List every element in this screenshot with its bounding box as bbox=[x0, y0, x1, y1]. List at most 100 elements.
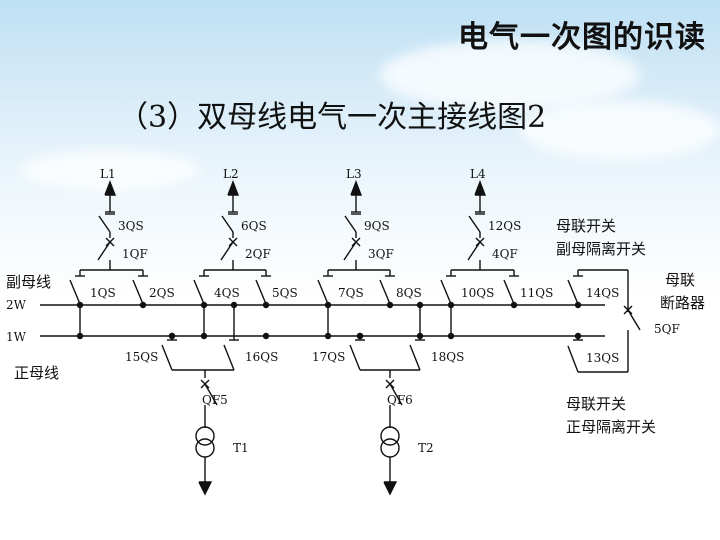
coupler-isolator bbox=[567, 345, 579, 373]
junction-dot bbox=[262, 332, 270, 340]
bay-isolator-label: 18QS bbox=[431, 350, 464, 364]
line-isolator-label: 12QS bbox=[488, 219, 521, 233]
junction-dot bbox=[356, 332, 364, 340]
bay-isolator bbox=[161, 344, 173, 371]
line-breaker-label: 1QF bbox=[122, 247, 148, 261]
load-arrow bbox=[198, 481, 213, 496]
junction-dot bbox=[447, 332, 455, 340]
coupler-lower-isolator-label: 13QS bbox=[586, 351, 619, 365]
junction-dot bbox=[447, 301, 455, 309]
bay-breaker-label: QF6 bbox=[387, 393, 413, 407]
junction-dot bbox=[76, 301, 84, 309]
coupler-note: 母联 bbox=[665, 271, 695, 289]
bus-isolator-label: 1QS bbox=[90, 286, 116, 300]
main-bus-name: 正母线 bbox=[14, 364, 59, 382]
main-bus-id: 1W bbox=[6, 330, 27, 344]
background-cloud bbox=[380, 40, 640, 110]
line-breaker-label: 3QF bbox=[368, 247, 394, 261]
feeder-label: L2 bbox=[223, 167, 239, 181]
line-breaker bbox=[467, 241, 481, 261]
feeder-arrow bbox=[104, 180, 117, 196]
bus-isolator-label: 2QS bbox=[149, 286, 175, 300]
bus-isolator bbox=[132, 279, 144, 305]
bus-isolator-label: 4QS bbox=[214, 286, 240, 300]
load-arrow bbox=[383, 481, 398, 496]
bay-breaker-label: QF5 bbox=[202, 393, 228, 407]
feeder-arrow bbox=[474, 180, 487, 196]
bay-breaker bbox=[204, 383, 218, 406]
bay-isolator-label: 16QS bbox=[245, 350, 278, 364]
junction-dot bbox=[510, 301, 518, 309]
feeder-label: L4 bbox=[470, 167, 486, 181]
line-isolator-label: 3QS bbox=[118, 219, 144, 233]
junction-dot bbox=[386, 301, 394, 309]
bus-isolator-label: 5QS bbox=[272, 286, 298, 300]
bay-isolator-label: 15QS bbox=[125, 350, 158, 364]
bay-isolator bbox=[349, 344, 361, 371]
feeder-label: L1 bbox=[100, 167, 116, 181]
transformer-winding bbox=[380, 438, 400, 458]
bus-isolator bbox=[440, 279, 452, 305]
line-breaker-label: 2QF bbox=[245, 247, 271, 261]
line-isolator-label: 6QS bbox=[241, 219, 267, 233]
bus-isolator bbox=[193, 279, 205, 305]
transformer-winding bbox=[195, 438, 215, 458]
line-isolator bbox=[98, 215, 111, 233]
junction-dot bbox=[230, 301, 238, 309]
coupler-note: 断路器 bbox=[660, 294, 705, 312]
line-breaker bbox=[220, 241, 234, 261]
bay-isolator bbox=[223, 344, 235, 371]
junction-dot bbox=[139, 301, 147, 309]
junction-dot bbox=[416, 332, 424, 340]
coupler-upper-isolator-label: 14QS bbox=[586, 286, 619, 300]
bus-isolator bbox=[379, 279, 391, 305]
line-isolator bbox=[468, 215, 481, 233]
transformer-label: T2 bbox=[418, 441, 434, 455]
line-isolator-label: 9QS bbox=[364, 219, 390, 233]
bay-breaker bbox=[389, 383, 403, 406]
coupler-note: 正母隔离开关 bbox=[566, 418, 656, 436]
junction-dot bbox=[262, 301, 270, 309]
transformer-label: T1 bbox=[233, 441, 249, 455]
bay-isolator-label: 17QS bbox=[312, 350, 345, 364]
bus-isolator-label: 7QS bbox=[338, 286, 364, 300]
bay-isolator bbox=[409, 344, 421, 371]
coupler-note: 母联开关 bbox=[566, 395, 626, 413]
junction-dot bbox=[324, 332, 332, 340]
coupler-breaker-label: 5QF bbox=[654, 322, 680, 336]
junction-dot bbox=[168, 332, 176, 340]
bus-isolator bbox=[503, 279, 515, 305]
junction-dot bbox=[416, 301, 424, 309]
junction-dot bbox=[574, 332, 582, 340]
junction-dot bbox=[200, 332, 208, 340]
bus-isolator-label: 10QS bbox=[461, 286, 494, 300]
line-breaker bbox=[343, 241, 357, 261]
junction-dot bbox=[324, 301, 332, 309]
transformer-winding bbox=[380, 426, 400, 446]
line-breaker bbox=[97, 241, 111, 261]
page-title: 电气一次图的识读 bbox=[458, 20, 706, 55]
coupler-breaker bbox=[627, 309, 641, 331]
transformer-winding bbox=[195, 426, 215, 446]
bus-isolator bbox=[255, 279, 267, 305]
junction-dot bbox=[574, 301, 582, 309]
aux-bus-id: 2W bbox=[6, 298, 27, 312]
line-breaker-label: 4QF bbox=[492, 247, 518, 261]
coupler-note: 副母隔离开关 bbox=[556, 240, 646, 258]
bus-isolator-label: 8QS bbox=[396, 286, 422, 300]
line-isolator bbox=[344, 215, 357, 233]
feeder-arrow bbox=[227, 180, 240, 196]
page-subtitle: （3）双母线电气一次主接线图2 bbox=[118, 100, 547, 135]
line-isolator bbox=[221, 215, 234, 233]
bus-isolator bbox=[69, 279, 81, 305]
background-cloud bbox=[520, 100, 720, 160]
bus-isolator bbox=[317, 279, 329, 305]
junction-dot bbox=[200, 301, 208, 309]
feeder-arrow bbox=[350, 180, 363, 196]
aux-bus-name: 副母线 bbox=[6, 273, 51, 291]
feeder-label: L3 bbox=[346, 167, 362, 181]
coupler-note: 母联开关 bbox=[556, 217, 616, 235]
coupler-isolator bbox=[567, 279, 579, 305]
bus-isolator-label: 11QS bbox=[520, 286, 553, 300]
